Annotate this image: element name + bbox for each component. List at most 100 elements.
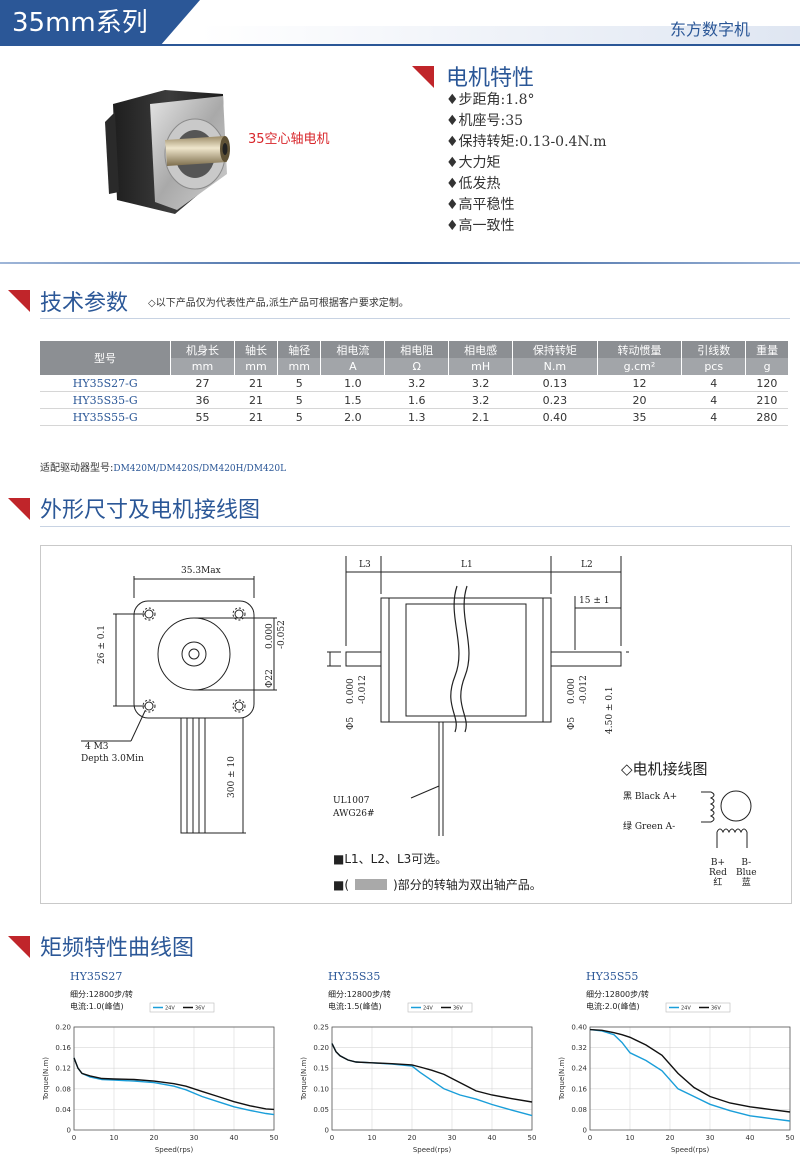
x-tick-label: 0 <box>330 1134 334 1142</box>
x-tick-label: 30 <box>190 1134 199 1142</box>
header-rule <box>0 44 800 46</box>
legend-label: 24V <box>423 1006 433 1012</box>
legend-label: 36V <box>711 1006 721 1012</box>
wire-b-minus: B- Blue 蓝 <box>736 858 757 888</box>
chart-legend <box>407 1002 473 1013</box>
table-cell: 35 <box>597 408 682 426</box>
feature-item: ♦大力矩 <box>446 155 501 171</box>
col-unit: g <box>745 358 788 375</box>
section-marker <box>412 66 434 88</box>
wire-b-plus-line: 红 <box>713 878 723 888</box>
y-tick-label: 0.08 <box>55 1085 71 1093</box>
table-cell: 5 <box>277 391 321 409</box>
chart-title: HY35S55 <box>586 970 638 983</box>
chart-title: HY35S35 <box>328 970 380 983</box>
note-lengths: ■L1、L2、L3可选。 <box>333 852 448 866</box>
wire-a-minus: 绿 Green A- <box>623 822 676 832</box>
dim-shaft-tol-lower: -0.012 <box>358 675 368 704</box>
table-cell: 21 <box>234 408 278 426</box>
table-cell: 4 <box>681 408 746 426</box>
wire-b-minus-line: 蓝 <box>741 878 751 888</box>
feature-item: ♦保持转矩:0.13-0.4N.m <box>446 134 607 150</box>
col-unit: mH <box>448 358 514 375</box>
table-cell: 4 <box>681 375 746 392</box>
y-tick-label: 0.16 <box>55 1044 71 1052</box>
plot-frame <box>589 1026 791 1131</box>
x-tick-label: 40 <box>230 1134 239 1142</box>
table-cell: 21 <box>234 391 278 409</box>
table-cell: 5 <box>277 375 321 392</box>
y-axis-label: Torque(N.m) <box>300 1057 308 1101</box>
y-tick-label: 0.04 <box>55 1106 71 1114</box>
drawing-box: 35.3Max 26 ± 0.1 Φ22 0.000 -0.052 4 M3 D… <box>40 545 792 904</box>
x-axis-label: Speed(rps) <box>413 1146 452 1154</box>
spec-header-row: 型号 机身长 轴长 轴径 相电流 相电阻 相电感 保持转矩 转动惯量 引线数 重… <box>40 341 788 375</box>
section-rule <box>40 526 790 527</box>
y-tick-label: 0.05 <box>313 1106 329 1114</box>
dim-boss-tol-lower: -0.052 <box>277 620 287 649</box>
x-tick-label: 0 <box>588 1134 592 1142</box>
series-line-24v <box>73 1057 275 1116</box>
col-header: 相电阻 <box>384 341 450 358</box>
wire-a-plus: 黑 Black A+ <box>623 792 678 802</box>
y-tick-label: 0.20 <box>55 1024 71 1032</box>
wire-b-minus-line: B- <box>741 858 752 868</box>
wire-spec-2: AWG26# <box>333 809 375 819</box>
features-title: 电机特性 <box>446 66 535 91</box>
legend-label: 24V <box>681 1006 691 1012</box>
chart-subtitle: 细分:12800步/转 <box>328 989 391 999</box>
series-line-36v <box>331 1043 533 1103</box>
x-tick-label: 50 <box>528 1134 536 1142</box>
section-divider <box>0 262 800 264</box>
series-line-36v <box>589 1028 791 1113</box>
y-tick-label: 0.25 <box>313 1024 329 1032</box>
table-cell: 3.2 <box>448 391 513 409</box>
dim-shaft-length: 15 ± 1 <box>579 596 610 606</box>
y-tick-label: 0.16 <box>571 1085 587 1093</box>
col-header: 机身长 <box>170 341 235 358</box>
table-cell: 0.13 <box>512 375 598 392</box>
y-tick-label: 0.10 <box>313 1085 329 1093</box>
col-unit: mm <box>277 358 322 375</box>
driver-models: DM420M/DM420S/DM420H/DM420L <box>113 464 287 474</box>
table-cell: 1.5 <box>320 391 385 409</box>
feature-item: ♦机座号:35 <box>446 113 524 129</box>
col-header: 保持转矩 <box>512 341 598 358</box>
y-tick-label: 0.08 <box>571 1106 587 1114</box>
col-unit: Ω <box>384 358 450 375</box>
col-header: 转动惯量 <box>597 341 683 358</box>
x-tick-label: 10 <box>368 1134 377 1142</box>
table-cell: 2.1 <box>448 408 513 426</box>
series-title: 35mm系列 <box>12 8 148 38</box>
x-tick-label: 40 <box>488 1134 497 1142</box>
legend-label: 24V <box>165 1006 175 1012</box>
legend-label: 36V <box>453 1006 463 1012</box>
plot-frame <box>331 1026 533 1131</box>
feature-item: ♦高一致性 <box>446 218 515 234</box>
dim-depth: Depth 3.0Min <box>81 754 144 764</box>
spec-table: 型号 机身长 轴长 轴径 相电流 相电阻 相电感 保持转矩 转动惯量 引线数 重… <box>40 341 788 426</box>
y-axis-label: Torque(N.m) <box>558 1057 566 1101</box>
motor-label: 35空心轴电机 <box>248 132 330 147</box>
section-marker <box>8 498 30 520</box>
x-tick-label: 40 <box>746 1134 755 1142</box>
section-marker <box>8 290 30 312</box>
dim-shaft2-dia: Φ5 <box>567 716 577 730</box>
x-tick-label: 10 <box>110 1134 119 1142</box>
table-cell: 1.0 <box>320 375 385 392</box>
y-tick-label: 0.40 <box>571 1024 587 1032</box>
legend-label: 36V <box>195 1006 205 1012</box>
tech-title: 技术参数 <box>40 291 129 316</box>
motor-photo <box>105 90 230 214</box>
x-tick-label: 30 <box>448 1134 457 1142</box>
col-header: 引线数 <box>681 341 747 358</box>
section-marker <box>8 936 30 958</box>
col-header: 轴长 <box>234 341 279 358</box>
col-header: 重量 <box>745 341 788 358</box>
note-dual-shaft-open: ■( <box>333 878 350 892</box>
wire-b-plus-line: Red <box>709 868 727 878</box>
col-unit: mm <box>170 358 235 375</box>
